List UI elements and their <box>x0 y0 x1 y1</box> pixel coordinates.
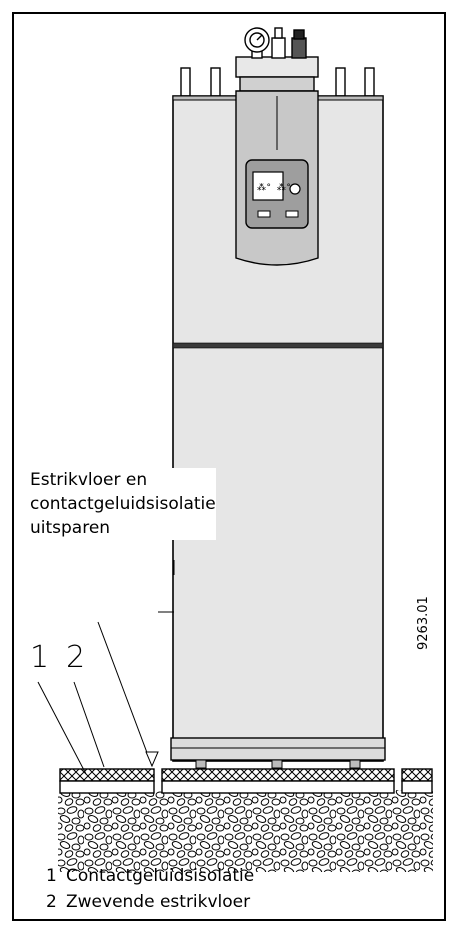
legend-item-1: 1 Contactgeluidsisolatie <box>46 866 254 886</box>
display-readout: ⁂° ⁂° <box>257 182 291 193</box>
floor-left <box>59 768 155 794</box>
marker-2: 2 <box>66 640 86 675</box>
callout-line-1: Estrikvloer en <box>30 470 148 490</box>
floor-under-unit <box>161 768 395 794</box>
legend-text: Contactgeluidsisolatie <box>66 866 255 886</box>
callout-label: Estrikvloer en contactgeluidsisolatie ui… <box>30 468 216 540</box>
callout-line-2: contactgeluidsisolatie <box>30 494 216 514</box>
leader-lines <box>37 485 175 775</box>
control-panel: ⁂° ⁂° <box>235 90 319 266</box>
legend-text: Zwevende estrikvloer <box>66 892 251 912</box>
callout-line-3: uitsparen <box>30 518 111 538</box>
legend-number: 1 <box>46 866 57 886</box>
figure-id: 9263.01 <box>416 596 431 650</box>
legend-number: 2 <box>46 892 57 912</box>
legend-item-2: 2 Zwevende estrikvloer <box>46 892 250 912</box>
floor-right <box>401 768 433 794</box>
gap-arrow <box>145 751 159 768</box>
diagram-frame <box>12 12 446 921</box>
gravel-bed <box>58 790 433 872</box>
marker-1: 1 <box>30 640 50 675</box>
valve-group <box>235 27 319 92</box>
